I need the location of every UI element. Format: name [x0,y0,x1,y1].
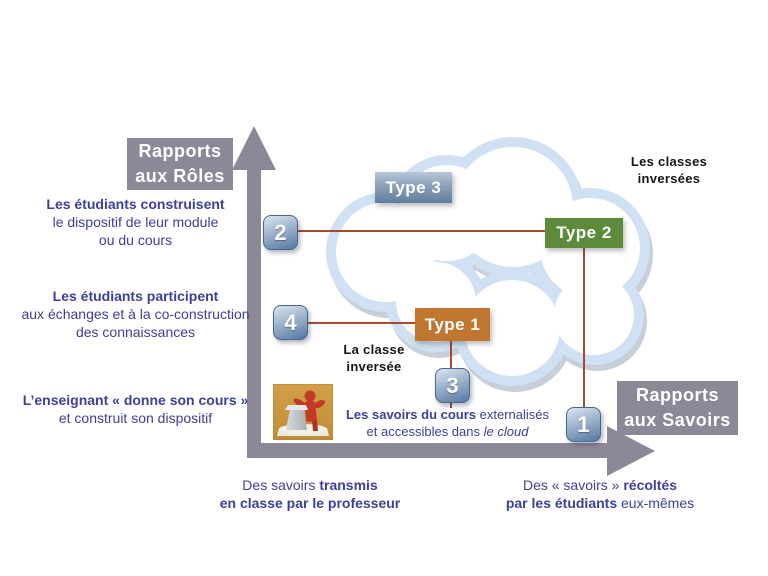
text-span: Les savoirs du cours [345,407,477,422]
text-span: récoltés [623,477,678,493]
type2-box: Type 2 [545,218,623,248]
connector-type2-badge1 [583,248,585,407]
text-span: Des « savoirs » [522,477,624,493]
text-savoirs-recoltes: Des « savoirs » récoltés par les étudian… [490,476,710,512]
text-line: et construit son dispositif [58,410,213,426]
badge-3: 3 [435,368,470,403]
text-line: et accessibles dans le cloud [345,423,550,440]
type3-box: Type 3 [375,172,452,203]
badge-4: 4 [273,305,308,340]
text-span: eux-mêmes [617,495,695,511]
caption-line: Les classes [630,154,708,169]
badge-1: 1 [566,407,601,442]
connector-badge2-type2 [296,230,545,232]
y-axis-shaft [247,168,261,458]
text-span: par les étudiants [505,495,618,511]
text-savoirs-transmis: Des savoirs transmis en classe par le pr… [205,476,415,512]
text-span: Des savoirs [242,477,320,493]
text-line: Les étudiants construisent [46,196,225,212]
text-line: L’enseignant « donne son cours » [22,392,249,408]
x-axis-shaft [247,443,609,458]
text-line: Des savoirs transmis [205,476,415,494]
x-axis-label-line1: Rapports [635,385,719,405]
text-line: Les savoirs du cours externalisés [345,406,550,423]
y-axis-label-line2: aux Rôles [135,166,225,186]
badge-2: 2 [263,215,298,250]
y-axis-label-line1: Rapports [138,141,222,161]
caption-line: inversée [346,359,402,374]
caption-line: La classe [343,342,405,357]
text-line: le dispositif de leur module [52,214,219,230]
text-line: Les étudiants participent [52,288,219,304]
text-enseignant-donne-cours: L’enseignant « donne son cours » et cons… [13,391,258,427]
text-span: transmis [319,477,378,493]
text-line: ou du cours [98,232,173,248]
text-span: et accessibles dans [366,424,484,439]
text-etudiants-construisent: Les étudiants construisent le dispositif… [18,195,253,249]
text-line: par les étudiants eux-mêmes [490,494,710,512]
text-span: externalisés [476,407,550,422]
text-line: aux échanges et à la co-construction [21,306,250,322]
y-axis-label: Rapports aux Rôles [127,138,233,190]
text-savoirs-du-cours: Les savoirs du cours externalisés et acc… [345,406,550,440]
caption-la-classe-inversee: La classe inversée [322,341,426,375]
text-line: des connaissances [75,324,196,340]
caption-line: inversées [637,171,701,186]
text-etudiants-participent: Les étudiants participent aux échanges e… [13,287,258,341]
text-line: Des « savoirs » récoltés [490,476,710,494]
teacher-podium-illustration [273,384,333,440]
connector-badge4-type1 [306,322,415,324]
text-line: en classe par le professeur [219,495,401,511]
text-span: le cloud [483,424,529,439]
x-axis-label: Rapports aux Savoirs [617,381,738,435]
y-axis-arrowhead [232,126,276,170]
caption-les-classes-inversees: Les classes inversées [613,153,725,187]
type1-box: Type 1 [415,308,490,341]
x-axis-label-line2: aux Savoirs [624,410,731,430]
